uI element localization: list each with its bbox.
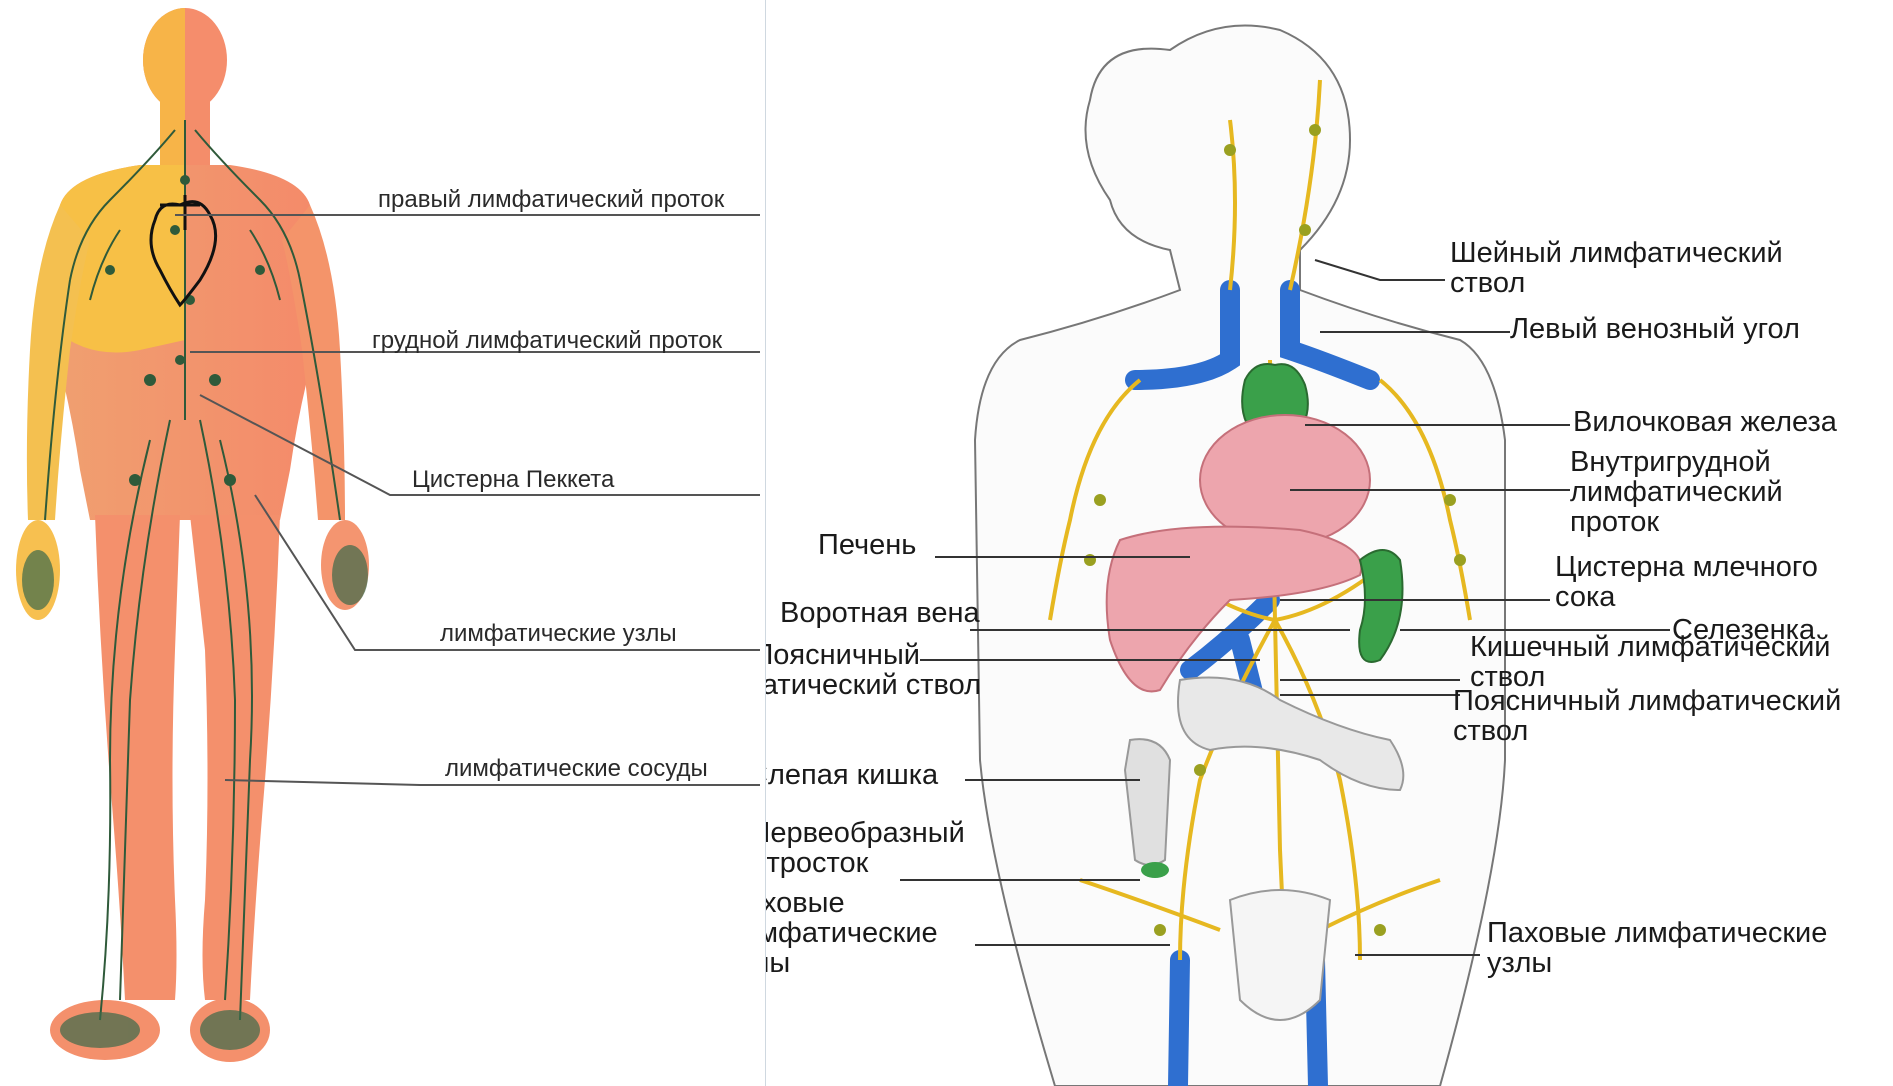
label-lymph-nodes: лимфатические узлы [440, 620, 677, 648]
label-portal-vein: Воротная вена [780, 598, 980, 628]
label-pecquet-cistern: Цистерна Пеккета [412, 466, 614, 494]
label-liver: Печень [818, 530, 916, 560]
hand-foot-nodes [22, 545, 368, 1050]
label-right-lymphatic-duct: правый лимфатический проток [378, 186, 724, 214]
label-cecum: Слепая кишка [765, 760, 938, 790]
label-lumbar-trunk-left: Поясничный лимфатический ствол [765, 640, 981, 700]
label-left-venous-angle: Левый венозный угол [1510, 314, 1800, 344]
label-thymus: Вилочковая железа [1573, 407, 1837, 437]
label-appendix: Червеобразныйотросток [765, 818, 965, 878]
appendix [1141, 862, 1169, 878]
label-lymph-vessels: лимфатические сосуды [445, 755, 708, 783]
heart [1200, 415, 1370, 545]
body-silhouette [16, 8, 369, 1062]
label-thoracic-duct: грудной лимфатический проток [372, 327, 722, 355]
clipped-left-labels: Поясничный лимфатический ствол Слепая ки… [765, 630, 1065, 1010]
panel-divider [765, 0, 766, 1086]
pelvis-outline [1230, 890, 1330, 1020]
left-body-figure [0, 0, 760, 1086]
